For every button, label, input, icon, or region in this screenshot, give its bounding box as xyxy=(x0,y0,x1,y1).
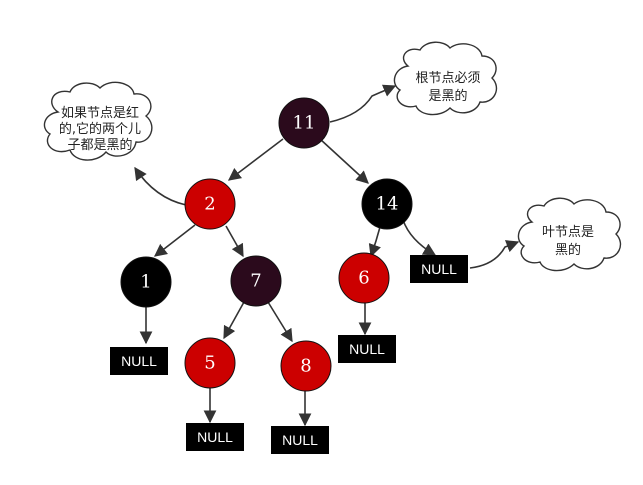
null-box-5 xyxy=(186,423,244,451)
node-circle-11 xyxy=(278,97,330,149)
edge-2-1 xyxy=(153,224,196,257)
tree-node-1: 1 xyxy=(120,256,172,308)
node-label-7: 7 xyxy=(250,271,261,292)
tree-node-2: 2 xyxy=(184,178,236,230)
callout-root-arrow xyxy=(329,84,397,123)
node-circle-5 xyxy=(184,337,236,389)
node-circle-14 xyxy=(361,178,413,230)
tree-node-7: 7 xyxy=(230,255,282,307)
note-leaf-rule-line-1: 叶节点是 xyxy=(542,225,594,240)
edge-11-14 xyxy=(319,138,369,184)
callout-red-arrow xyxy=(134,166,187,206)
note-root-rule-line-1: 根节点必须 xyxy=(415,71,480,86)
edge-11-2 xyxy=(227,138,284,181)
edges xyxy=(134,84,520,427)
edge-14-null xyxy=(402,219,437,256)
edge-7-5 xyxy=(223,301,245,340)
null-box-1 xyxy=(110,347,168,375)
node-circle-8 xyxy=(280,340,332,392)
note-leaf-rule: 叶节点是 黑的 xyxy=(517,197,622,272)
node-label-14: 14 xyxy=(376,194,399,215)
note-red-rule-line-2: 的,它的两个儿 xyxy=(59,121,141,137)
node-circle-1 xyxy=(120,256,172,308)
callout-leaf-arrow xyxy=(469,240,520,269)
null-leaf-5: NULL xyxy=(186,423,244,451)
edge-7-8 xyxy=(267,301,293,343)
node-circle-6 xyxy=(338,252,390,304)
null-label-6: NULL xyxy=(349,341,385,357)
null-label-14: NULL xyxy=(421,261,457,277)
node-label-2: 2 xyxy=(204,194,215,215)
note-red-rule-line-3: 子都是黑的 xyxy=(67,137,132,153)
null-box-14 xyxy=(410,255,468,283)
null-label-1: NULL xyxy=(121,353,157,369)
tree-node-8: 8 xyxy=(280,340,332,392)
null-label-5: NULL xyxy=(197,429,233,445)
tree-node-11: 11 xyxy=(278,97,330,149)
note-root-rule: 根节点必须 是黑的 xyxy=(393,41,498,116)
cloud-shape-root-rule xyxy=(393,41,498,116)
node-label-6: 6 xyxy=(358,268,369,289)
cloud-shape-red-rule xyxy=(43,81,153,161)
edge-14-6 xyxy=(368,226,381,258)
node-circle-7 xyxy=(230,255,282,307)
tree-node-14: 14 xyxy=(361,178,413,230)
node-label-11: 11 xyxy=(293,113,316,134)
null-leaf-14: NULL xyxy=(410,255,468,283)
null-box-6 xyxy=(338,335,396,363)
tree-node-6: 6 xyxy=(338,252,390,304)
null-leaf-6: NULL xyxy=(338,335,396,363)
null-label-8: NULL xyxy=(282,432,318,448)
tree-node-5: 5 xyxy=(184,337,236,389)
node-circle-2 xyxy=(184,178,236,230)
null-leaf-8: NULL xyxy=(271,426,329,454)
node-label-8: 8 xyxy=(300,356,311,377)
note-red-rule-line-1: 如果节点是红 xyxy=(61,105,139,121)
null-box-8 xyxy=(271,426,329,454)
note-root-rule-line-2: 是黑的 xyxy=(428,88,467,104)
cloud-shape-leaf-rule xyxy=(517,197,622,272)
note-red-rule: 如果节点是红 的,它的两个儿 子都是黑的 xyxy=(43,81,153,161)
note-leaf-rule-line-2: 黑的 xyxy=(555,242,581,258)
node-label-1: 1 xyxy=(140,272,151,293)
node-label-5: 5 xyxy=(204,353,215,374)
null-leaf-1: NULL xyxy=(110,347,168,375)
edge-2-7 xyxy=(225,225,244,258)
